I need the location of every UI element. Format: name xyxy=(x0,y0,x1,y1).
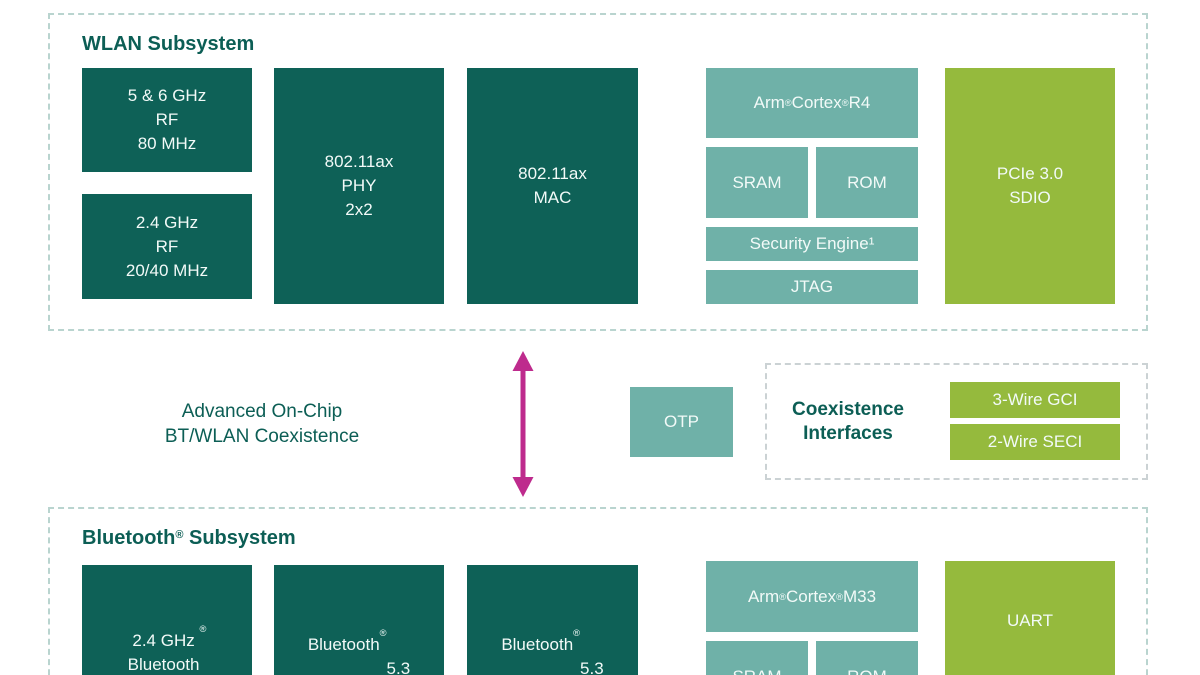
bluetooth-subsystem-panel: Bluetooth® Subsystem 2.4 GHz Bluetooth® … xyxy=(48,507,1148,675)
bluetooth-sram-block: SRAM xyxy=(706,641,808,675)
wlan-jtag-block: JTAG xyxy=(706,270,918,304)
otp-block: OTP xyxy=(630,387,733,457)
bluetooth-memory-row: SRAM ROM xyxy=(706,641,918,675)
wlan-mac-block: 802.11ax MAC xyxy=(467,68,638,304)
wlan-rom-block: ROM xyxy=(816,147,918,218)
wlan-memory-row: SRAM ROM xyxy=(706,147,918,218)
wlan-phy-block: 802.11ax PHY 2x2 xyxy=(274,68,444,304)
wlan-subsystem-title: WLAN Subsystem xyxy=(82,33,255,55)
bluetooth-subsystem-title: Bluetooth® Subsystem xyxy=(82,527,296,549)
wlan-cpu-block: Arm® Cortex® R4 xyxy=(706,68,918,138)
bluetooth-cpu-block: Arm® Cortex® M33 xyxy=(706,561,918,632)
seci-interface-block: 2-Wire SECI xyxy=(950,424,1120,460)
bluetooth-5-3-right-block: Bluetooth® 5.3 xyxy=(467,565,638,675)
bluetooth-cpu-cluster: Arm® Cortex® M33 SRAM ROM xyxy=(706,561,918,675)
wlan-sram-block: SRAM xyxy=(706,147,808,218)
coexistence-interfaces-panel: Coexistence Interfaces 3-Wire GCI 2-Wire… xyxy=(765,363,1148,480)
bluetooth-5-3-left-block: Bluetooth® 5.3 xyxy=(274,565,444,675)
bluetooth-rom-block: ROM xyxy=(816,641,918,675)
bluetooth-uart-block: UART xyxy=(945,561,1115,675)
bluetooth-rf-block: 2.4 GHz Bluetooth® xyxy=(82,565,252,675)
gci-interface-block: 3-Wire GCI xyxy=(950,382,1120,418)
wlan-subsystem-panel: WLAN Subsystem 5 & 6 GHz RF 80 MHz 2.4 G… xyxy=(48,13,1148,331)
coexistence-label: Advanced On-Chip BT/WLAN Coexistence xyxy=(164,401,360,447)
coexistence-interfaces-title: Coexistence Interfaces xyxy=(792,398,904,444)
wlan-cpu-cluster: Arm® Cortex® R4 SRAM ROM Security Engine… xyxy=(706,68,918,304)
wlan-host-interface-block: PCIe 3.0 SDIO xyxy=(945,68,1115,304)
wlan-rf-5-6ghz-block: 5 & 6 GHz RF 80 MHz xyxy=(82,68,252,172)
wlan-security-engine-block: Security Engine¹ xyxy=(706,227,918,261)
double-arrow-icon xyxy=(512,351,534,497)
wlan-rf-2-4ghz-block: 2.4 GHz RF 20/40 MHz xyxy=(82,194,252,299)
